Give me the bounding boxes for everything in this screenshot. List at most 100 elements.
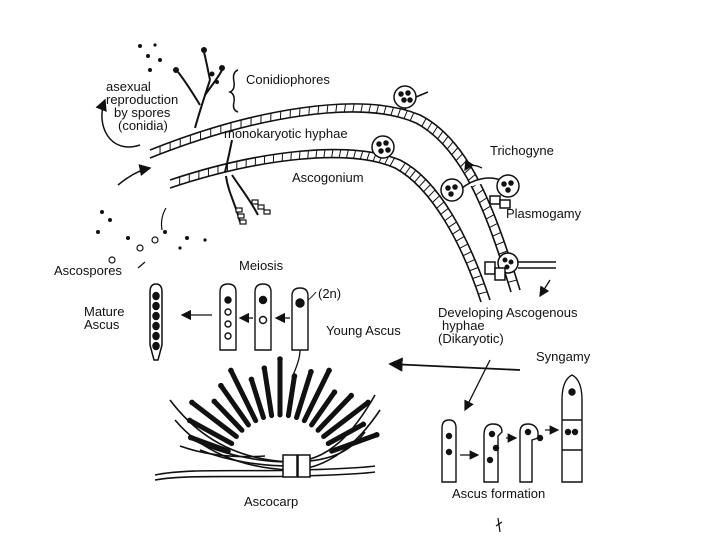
mature-line-1: Mature	[84, 304, 125, 319]
septum	[335, 104, 338, 113]
spore-chains	[235, 199, 271, 225]
ascus	[218, 383, 251, 428]
septum	[290, 152, 292, 161]
ascus	[228, 367, 259, 424]
ascus	[189, 399, 239, 440]
ascus	[315, 393, 354, 433]
septum	[298, 151, 301, 160]
ascus	[211, 398, 245, 433]
septum	[331, 149, 334, 158]
septum	[432, 195, 441, 203]
monokaryotic-hyphae-label: monokaryotic hyphae	[224, 126, 348, 141]
septum	[507, 279, 517, 283]
ascus	[248, 376, 266, 421]
ascus-nucleus	[326, 367, 332, 374]
septum	[492, 231, 502, 237]
septum	[421, 118, 427, 127]
ascospores-scatter	[96, 210, 207, 250]
septum	[440, 207, 449, 215]
septum	[409, 170, 417, 179]
spore-to-hyphae-arrow	[117, 164, 152, 186]
mature-line-2: Ascus	[84, 317, 120, 332]
septum	[459, 243, 469, 249]
ascus-nucleus	[218, 382, 224, 389]
ascus-formation-label: Ascus formation	[452, 486, 546, 501]
septum	[338, 149, 342, 158]
septum	[485, 214, 495, 220]
ascogonium-label: Ascogonium	[292, 170, 364, 185]
septum	[451, 147, 459, 155]
septum	[404, 166, 412, 175]
septum	[383, 105, 387, 115]
septum	[455, 153, 463, 161]
septum	[444, 214, 453, 222]
meiosis-asci	[219, 283, 309, 351]
septum	[460, 159, 468, 168]
septum	[427, 189, 436, 198]
ascus-formation-arrows	[460, 425, 560, 460]
ascus-nucleus	[248, 376, 255, 383]
septum	[418, 179, 427, 188]
2n-label: (2n)	[318, 286, 342, 301]
ascus-nucleus	[228, 367, 234, 374]
ascus	[321, 399, 371, 440]
ascocarp-stalk	[282, 454, 311, 478]
mature-ascus-label: Mature Ascus	[84, 305, 124, 331]
conidiophores-label: Conidiophores	[246, 72, 330, 87]
asexual-cycle-arrow	[95, 98, 141, 148]
septum	[368, 104, 372, 113]
septum	[436, 201, 445, 209]
septum	[482, 205, 491, 212]
ascus	[309, 389, 337, 428]
ascospores-label: Ascospores	[54, 263, 122, 278]
asexual-line-3: by spores	[114, 105, 171, 120]
ascus	[188, 435, 231, 454]
septum	[390, 107, 394, 116]
septum	[389, 157, 395, 167]
ascus	[285, 373, 297, 419]
ascus	[187, 417, 235, 447]
septum	[468, 173, 476, 181]
ascogonium-globe	[371, 135, 395, 159]
mature-ascus	[149, 283, 163, 361]
ascus-nucleus	[373, 431, 380, 438]
septum	[448, 221, 457, 228]
septum	[426, 121, 433, 131]
young-ascus-to-ascocarp-line	[291, 349, 301, 379]
asexual-reproduction-label: asexual reproduction by spores (conidia)	[106, 80, 178, 132]
ascus	[261, 365, 275, 419]
trichogyne-arrow	[464, 159, 483, 172]
young-ascus-label: Young Ascus	[326, 323, 401, 338]
syngamy-arrow	[388, 357, 521, 372]
ascus-nucleus	[186, 417, 193, 424]
ascospore-germination	[108, 207, 167, 264]
meiosis-label: Meiosis	[239, 258, 284, 273]
antheridium-top	[393, 85, 429, 111]
septum	[489, 222, 498, 228]
hyphal-septa	[159, 103, 517, 295]
developing-to-formation-arrow	[464, 359, 491, 412]
ascocarp-asci	[186, 356, 380, 454]
asexual-line-2: reproduction	[106, 92, 179, 107]
septum	[446, 141, 454, 150]
septum	[464, 166, 472, 174]
septum	[469, 267, 479, 272]
plasmogamy-label: Plasmogamy	[506, 206, 582, 221]
septum	[343, 104, 347, 113]
ascus	[329, 432, 380, 454]
septum	[399, 162, 406, 172]
asexual-line-1: asexual	[106, 79, 151, 94]
ascus-formation-cells	[441, 374, 583, 483]
septum	[299, 108, 301, 117]
septum	[307, 150, 309, 159]
ascus-nucleus	[348, 392, 355, 399]
trichogyne-label: Trichogyne	[490, 143, 554, 158]
developing-ascogenous-label: Developing Ascogenous hyphae (Dikaryotic…	[438, 306, 578, 345]
ascus-nucleus	[211, 398, 218, 405]
septum	[466, 259, 476, 264]
septum	[462, 251, 472, 257]
ascus-nucleus	[360, 421, 367, 428]
septum	[326, 104, 329, 114]
plasmogamy-structure	[484, 252, 556, 281]
monokaryotic-hypha-lower	[169, 148, 491, 303]
